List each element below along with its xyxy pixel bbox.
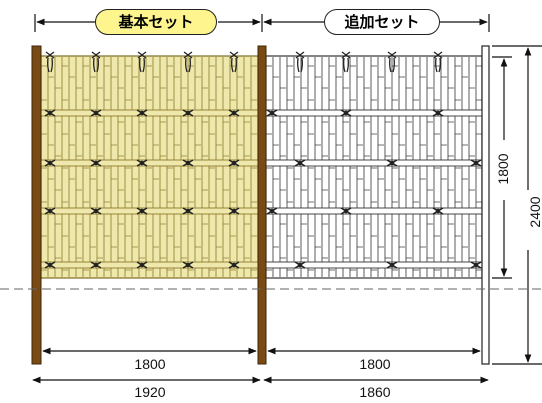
- basic-bamboo-slats: [41, 57, 257, 277]
- rope-tie: [136, 109, 148, 117]
- rope-tie: [182, 261, 194, 269]
- rope-tie: [470, 159, 482, 167]
- top-rope-tie: [229, 51, 239, 73]
- top-dimension-lines: [34, 14, 490, 32]
- rope-tie: [294, 261, 306, 269]
- vertical-dimension-lines: [492, 45, 542, 365]
- middle-post: [257, 45, 267, 365]
- rope-tie: [432, 207, 444, 215]
- top-rope-tie: [183, 51, 193, 73]
- rail: [40, 159, 259, 167]
- top-rope-tie: [91, 51, 101, 73]
- total-width-additional-label: 1860: [359, 384, 391, 400]
- panel-width-additional-label: 1800: [359, 356, 391, 372]
- rope-tie: [182, 159, 194, 167]
- rail: [40, 109, 259, 117]
- right-post: [481, 45, 490, 365]
- rope-tie: [136, 207, 148, 215]
- rope-tie: [470, 261, 482, 269]
- rope-tie: [182, 207, 194, 215]
- rope-tie: [432, 109, 444, 117]
- rope-tie: [228, 109, 240, 117]
- rope-tie: [44, 207, 56, 215]
- top-rope-tie: [45, 51, 55, 73]
- bottom-dimension-lines: [32, 347, 489, 384]
- rope-tie: [90, 159, 102, 167]
- top-rope-tie: [387, 51, 397, 73]
- rope-tie: [44, 109, 56, 117]
- rope-tie: [340, 207, 352, 215]
- additional-bamboo-slats: [266, 57, 482, 277]
- rope-tie: [44, 159, 56, 167]
- rope-tie: [90, 207, 102, 215]
- rope-tie: [386, 261, 398, 269]
- rope-tie: [228, 159, 240, 167]
- additional-panel: [265, 51, 483, 279]
- post-height-label: 2400: [527, 196, 542, 228]
- basic-rails: [40, 51, 259, 269]
- rope-tie: [44, 261, 56, 269]
- top-rope-tie: [295, 51, 305, 73]
- basic-panel: [40, 51, 259, 279]
- top-rope-tie: [137, 51, 147, 73]
- basic-panel-bg: [40, 55, 259, 279]
- rope-tie: [90, 109, 102, 117]
- rope-tie: [182, 109, 194, 117]
- panel-width-basic-label: 1800: [134, 356, 166, 372]
- rail: [40, 261, 259, 269]
- additional-set-badge: 追加セット: [324, 9, 440, 35]
- rail: [265, 207, 483, 215]
- panel-height-label: 1800: [495, 153, 511, 185]
- rope-tie: [386, 159, 398, 167]
- rope-tie: [228, 207, 240, 215]
- rail: [265, 109, 483, 117]
- rope-tie: [90, 261, 102, 269]
- rope-tie: [294, 159, 306, 167]
- top-rope-tie: [341, 51, 351, 73]
- rope-tie: [228, 261, 240, 269]
- total-width-basic-label: 1920: [134, 384, 166, 400]
- rope-tie: [340, 109, 352, 117]
- rope-tie: [136, 159, 148, 167]
- rail: [40, 207, 259, 215]
- rope-tie: [266, 109, 278, 117]
- left-post: [31, 45, 42, 365]
- rope-tie: [136, 261, 148, 269]
- additional-panel-bg: [265, 55, 483, 279]
- rope-tie: [266, 207, 278, 215]
- top-rope-tie: [433, 51, 443, 73]
- basic-set-badge: 基本セット: [95, 9, 217, 35]
